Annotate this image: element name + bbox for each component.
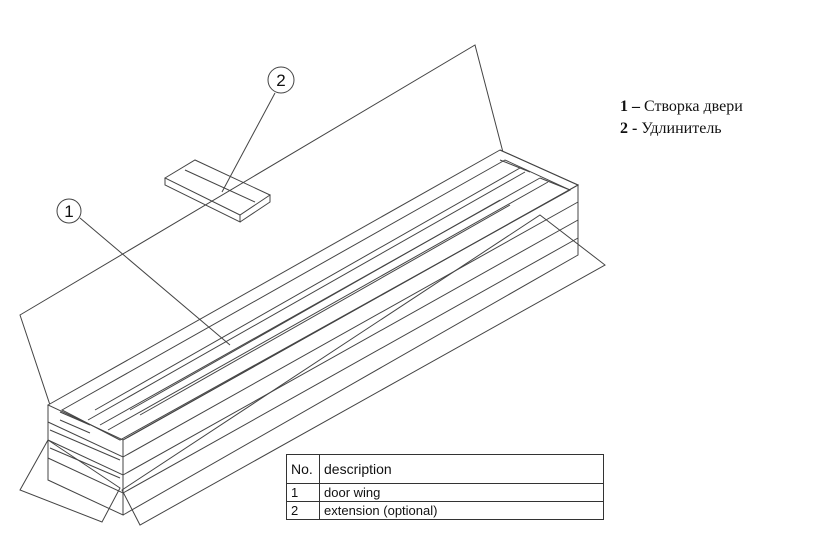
leader-line-2: [221, 92, 276, 193]
leader-line-1: [79, 217, 231, 346]
table-cell-description: extension (optional): [319, 501, 604, 520]
callout-circle-2: [267, 66, 295, 94]
table-header-row: No. description: [286, 454, 604, 484]
legend-number: 2: [620, 120, 628, 137]
right-flap: [121, 214, 606, 526]
extension-part: [163, 159, 272, 223]
column-header-description: description: [319, 454, 604, 484]
left-flap: [19, 439, 121, 523]
legend-text: Створка двери: [644, 98, 743, 115]
callout-number-1: 1: [64, 202, 73, 221]
table-cell-no: 2: [286, 501, 320, 520]
table-row: 2 extension (optional): [286, 501, 604, 520]
legend: 1 – Створка двери 2 - Удлинитель: [620, 96, 743, 140]
table-cell-description: door wing: [319, 483, 604, 502]
legend-number: 1: [620, 98, 628, 115]
legend-separator: -: [632, 120, 638, 137]
callout-circle-1: [56, 198, 82, 224]
legend-text: Удлинитель: [641, 120, 722, 137]
legend-separator: –: [632, 98, 640, 115]
door-wing-stack: [46, 149, 580, 516]
table-cell-no: 1: [286, 483, 320, 502]
column-header-no: No.: [286, 454, 320, 484]
table-row: 1 door wing: [286, 483, 604, 502]
parts-table: No. description 1 door wing 2 extension …: [286, 454, 604, 520]
callout-number-2: 2: [276, 71, 285, 90]
legend-item-2: 2 - Удлинитель: [620, 118, 743, 140]
legend-item-1: 1 – Створка двери: [620, 96, 743, 118]
